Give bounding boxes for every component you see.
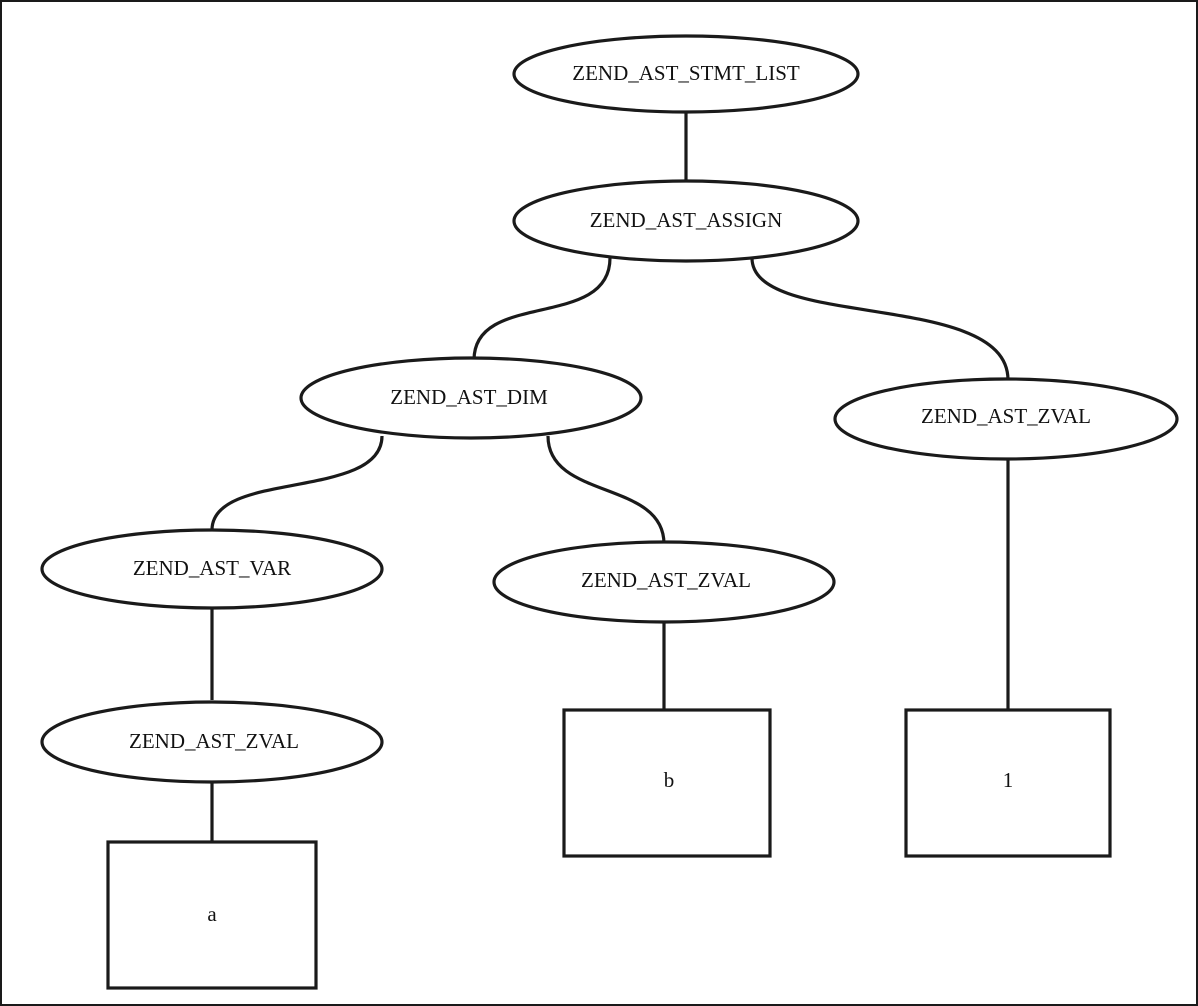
edge-assign-to-zval-right bbox=[750, 257, 1010, 381]
edge-dim-to-var bbox=[210, 435, 384, 531]
node-var-label: ZEND_AST_VAR bbox=[133, 556, 291, 580]
node-zval-left-label: ZEND_AST_ZVAL bbox=[129, 729, 299, 753]
node-dim-label: ZEND_AST_DIM bbox=[390, 385, 548, 409]
node-zval-mid-ellipse bbox=[492, 540, 836, 624]
leaf-b-label: b bbox=[664, 768, 675, 792]
edges bbox=[210, 112, 1010, 842]
node-assign-ellipse bbox=[512, 179, 860, 263]
node-stmt-list-label: ZEND_AST_STMT_LIST bbox=[572, 61, 800, 85]
node-assign-label: ZEND_AST_ASSIGN bbox=[590, 208, 783, 232]
node-dim-ellipse bbox=[299, 356, 643, 440]
node-zval-right-ellipse bbox=[833, 377, 1179, 461]
leaf-a-box bbox=[106, 840, 318, 990]
edge-assign-to-dim bbox=[472, 257, 612, 361]
leaf-1: 1 bbox=[904, 708, 1112, 858]
node-var: ZEND_AST_VAR bbox=[40, 528, 384, 610]
node-zval-mid: ZEND_AST_ZVAL bbox=[492, 540, 836, 624]
node-dim: ZEND_AST_DIM bbox=[299, 356, 643, 440]
leaf-b: b bbox=[562, 708, 772, 858]
node-stmt-list: ZEND_AST_STMT_LIST bbox=[512, 34, 860, 114]
node-zval-mid-label: ZEND_AST_ZVAL bbox=[581, 568, 751, 592]
node-zval-left-ellipse bbox=[40, 700, 384, 784]
leaf-1-label: 1 bbox=[1003, 768, 1014, 792]
edge-dim-to-zval-mid bbox=[546, 435, 666, 545]
node-zval-right: ZEND_AST_ZVAL bbox=[833, 377, 1179, 461]
node-var-ellipse bbox=[40, 528, 384, 610]
node-assign: ZEND_AST_ASSIGN bbox=[512, 179, 860, 263]
leaf-1-box bbox=[904, 708, 1112, 858]
node-zval-right-label: ZEND_AST_ZVAL bbox=[921, 404, 1091, 428]
node-stmt-list-ellipse bbox=[512, 34, 860, 114]
leaf-a-label: a bbox=[207, 902, 217, 926]
node-zval-left: ZEND_AST_ZVAL bbox=[40, 700, 384, 784]
leaf-b-box bbox=[562, 708, 772, 858]
leaf-a: a bbox=[106, 840, 318, 990]
